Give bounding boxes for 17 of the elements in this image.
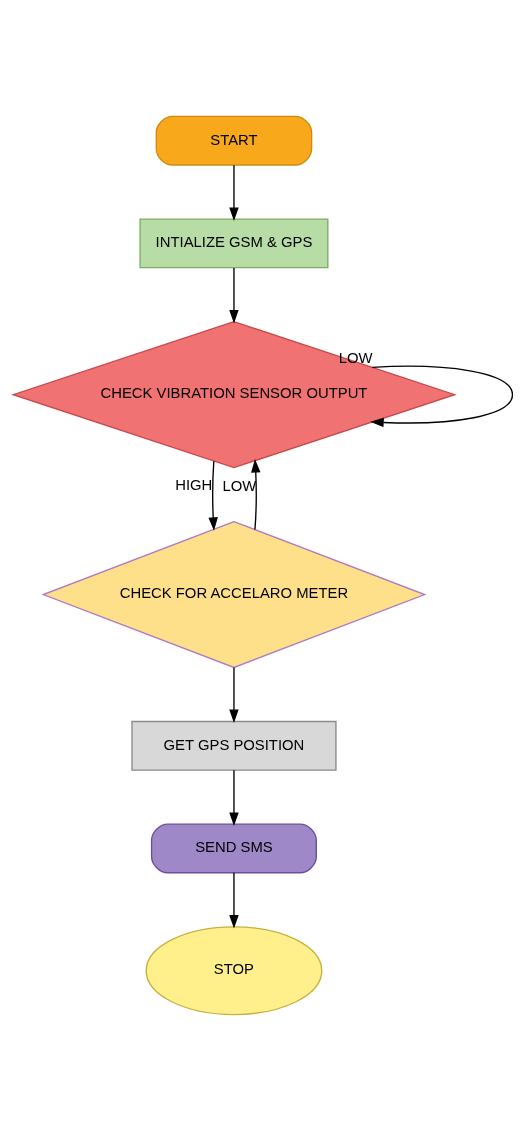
arrow — [229, 769, 239, 827]
edge-label: HIGH — [175, 477, 213, 494]
arrow — [229, 872, 239, 929]
node-box: INTIALIZE GSM & GPS — [139, 218, 329, 269]
arrow — [229, 666, 239, 723]
node-box: SEND SMS — [150, 823, 318, 874]
node-ellipse: STOP — [145, 926, 323, 1016]
edge-label: LOW — [222, 477, 257, 494]
node-box: START — [155, 115, 313, 166]
edge-label: LOW — [338, 350, 373, 367]
arrow — [229, 164, 239, 221]
arrow — [370, 365, 514, 428]
arrow — [251, 459, 261, 531]
arrow — [208, 460, 218, 531]
arrow — [229, 267, 239, 324]
node-box: GET GPS POSITION — [131, 720, 337, 771]
node-diamond: CHECK FOR ACCELARO METER — [41, 520, 427, 669]
